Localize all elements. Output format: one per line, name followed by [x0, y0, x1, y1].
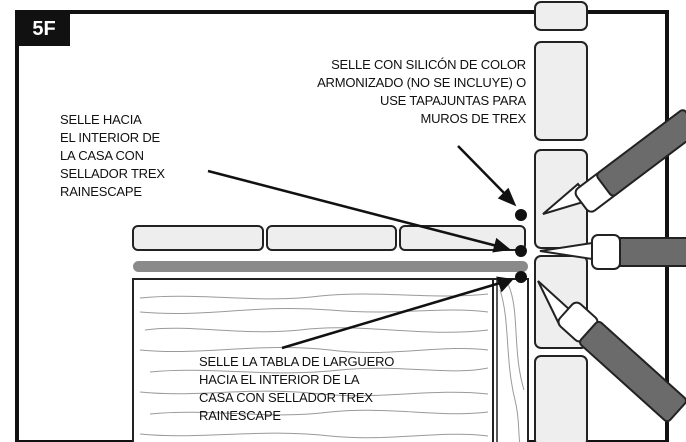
callout-line: SELLE HACIA: [60, 112, 142, 127]
callout-line: SELLE CON SILICÓN DE COLOR: [331, 57, 526, 72]
callout-line: USE TAPAJUNTAS PARA: [380, 93, 526, 108]
callout-line: RAINESCAPE: [199, 408, 281, 423]
ledger-board: [132, 278, 529, 442]
caulk-gun-middle: [539, 234, 686, 270]
callout-sealant-or-flashing: SELLE CON SILICÓN DE COLOR ARMONIZADO (N…: [270, 56, 526, 128]
callout-line: HACIA EL INTERIOR DE LA: [199, 372, 360, 387]
callout-line: EL INTERIOR DE: [60, 130, 161, 145]
step-badge: 5F: [18, 12, 70, 46]
wood-grain: [139, 283, 525, 442]
callout-line: LA CASA CON: [60, 148, 144, 163]
ledger-band: [133, 261, 528, 272]
caulk-gun-upper: [542, 109, 686, 215]
leader-lines: [207, 145, 517, 350]
callout-line: SELLE LA TABLA DE LARGUERO: [199, 354, 395, 369]
callout-seal-ledger-board: SELLE LA TABLA DE LARGUERO HACIA EL INTE…: [199, 353, 459, 425]
callout-line: CASA CON SELLADOR TREX: [199, 390, 373, 405]
callout-seal-toward-house: SELLE HACIA EL INTERIOR DE LA CASA CON S…: [60, 111, 220, 201]
diagram-frame: [15, 10, 669, 442]
callout-line: MUROS DE TREX: [420, 111, 526, 126]
wall-block-column: [534, 1, 588, 442]
callout-line: SELLADOR TREX: [60, 166, 165, 181]
callout-line: ARMONIZADO (NO SE INCLUYE) O: [317, 75, 526, 90]
sealant-points: [515, 209, 527, 283]
callout-line: RAINESCAPE: [60, 184, 142, 199]
caulk-gun-lower: [537, 280, 686, 423]
